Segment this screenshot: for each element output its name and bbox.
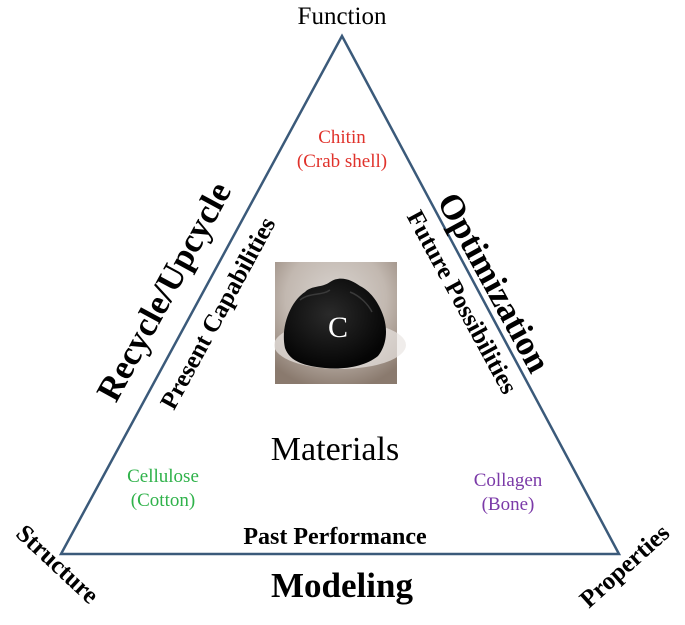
outer-bottom-edge-label: Modeling [271, 566, 413, 605]
example-left-detail: (Cotton) [131, 490, 195, 511]
vertex-top-label: Function [298, 3, 387, 30]
example-left-name: Cellulose [127, 466, 199, 487]
triangle-outline [58, 33, 622, 556]
inner-bottom-edge-label: Past Performance [243, 524, 427, 550]
example-right-name: Collagen [474, 470, 543, 491]
example-right-detail: (Bone) [482, 494, 535, 515]
center-materials-label: Materials [271, 431, 399, 468]
example-top-name: Chitin [318, 127, 366, 148]
vertex-right-label: Properties [575, 519, 675, 613]
example-top-detail: (Crab shell) [297, 151, 387, 172]
vertex-left-label: Structure [11, 520, 104, 610]
photo-letter: C [328, 311, 348, 344]
carbon-sample-photo: C [274, 262, 406, 384]
